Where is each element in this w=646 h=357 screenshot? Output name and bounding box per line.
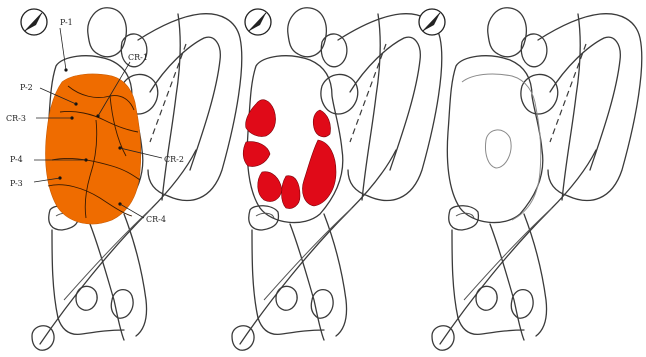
label-cr3: CR-3	[6, 114, 26, 123]
bone-outline-3	[432, 8, 642, 350]
label-cr2: CR-2	[164, 155, 184, 164]
label-p4: P-4	[10, 155, 23, 164]
label-p2: P-2	[20, 83, 33, 92]
label-p1: P-1	[60, 18, 73, 27]
north-arrow-compass-icon	[419, 9, 445, 35]
label-p3: P-3	[10, 179, 23, 188]
label-cr1: CR-1	[128, 53, 148, 62]
north-arrow-compass-icon	[245, 9, 271, 35]
inner-ellipse	[485, 130, 511, 168]
outline-only-region	[462, 74, 541, 220]
panel-3	[419, 8, 642, 350]
north-arrow-compass-icon	[21, 9, 47, 35]
panel-2	[232, 8, 442, 350]
red-patches	[243, 100, 336, 209]
label-cr4: CR-4	[146, 215, 166, 224]
panel-1: P-1 P-2 CR-3 CR-1 CR-2 P-4 P-3 CR-4	[6, 8, 242, 350]
